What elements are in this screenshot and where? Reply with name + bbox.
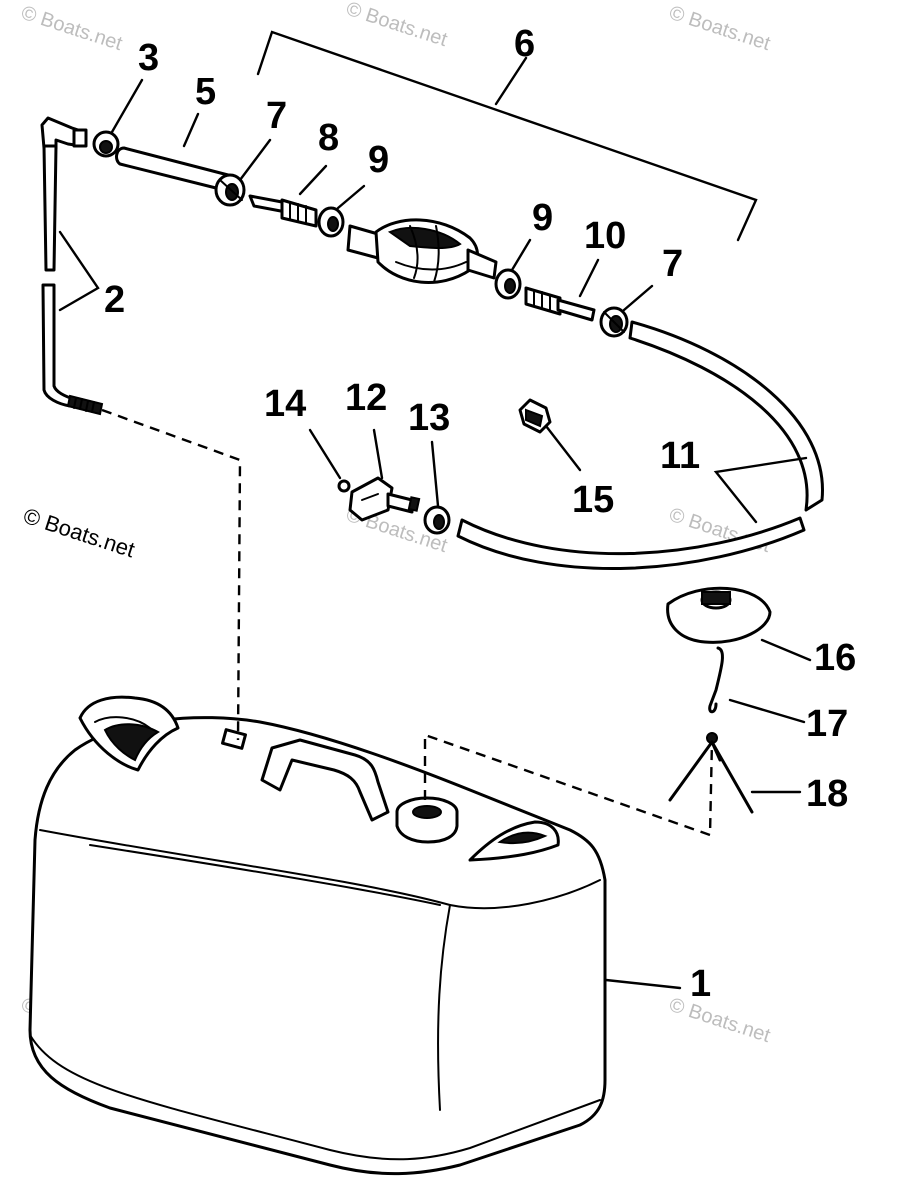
- fuel-hose: [456, 320, 824, 570]
- callout-13: 13: [408, 397, 450, 439]
- leader-lines: [110, 30, 812, 990]
- clamp-left: [214, 173, 246, 207]
- primer-bulb: [346, 218, 498, 284]
- fuel-tank: [28, 695, 607, 1176]
- callout-15: 15: [572, 479, 614, 521]
- clamp-loose: [518, 398, 552, 434]
- callout-1: 1: [690, 963, 711, 1005]
- watermark: © Boats.net: [666, 2, 773, 55]
- callout-2: 2: [104, 279, 125, 321]
- watermark: © Boats.net: [666, 994, 773, 1047]
- callout-9-left: 9: [368, 139, 389, 181]
- callout-3: 3: [138, 37, 159, 79]
- callout-17: 17: [806, 703, 848, 745]
- callout-14: 14: [264, 383, 306, 425]
- assembly-line: [101, 408, 242, 741]
- callout-7-right: 7: [662, 243, 683, 285]
- callout-6: 6: [514, 23, 535, 65]
- callout-8: 8: [318, 117, 339, 159]
- clamp-small: [92, 130, 120, 158]
- callout-5: 5: [195, 71, 216, 113]
- callout-12: 12: [345, 377, 387, 419]
- assembly-line: [423, 733, 714, 837]
- o-ring: [337, 479, 351, 493]
- clamp-connector: [423, 505, 451, 535]
- callout-7-left: 7: [266, 95, 287, 137]
- tank-connector: [348, 476, 421, 522]
- callout-16: 16: [814, 637, 856, 679]
- callout-10: 10: [584, 215, 626, 257]
- callout-numbers: 3 5 7 8 9 6 9 10 7 2 14 12 13 15 11 16 1…: [104, 23, 856, 1005]
- check-valve-left: [317, 206, 345, 238]
- connector-left: [248, 194, 318, 228]
- filler-cap: [666, 586, 772, 644]
- watermark: © Boats.net: [20, 503, 137, 562]
- spring-tether: [668, 732, 754, 814]
- callout-9-right: 9: [532, 197, 553, 239]
- connector-right: [524, 286, 596, 322]
- pickup-tube: [40, 116, 104, 416]
- watermark: © Boats.net: [343, 0, 450, 51]
- clamp-right: [599, 306, 629, 338]
- watermark: © Boats.net: [18, 2, 125, 55]
- hook: [708, 646, 724, 714]
- callout-18: 18: [806, 773, 848, 815]
- check-valve-right: [494, 268, 522, 300]
- callout-11: 11: [660, 435, 700, 477]
